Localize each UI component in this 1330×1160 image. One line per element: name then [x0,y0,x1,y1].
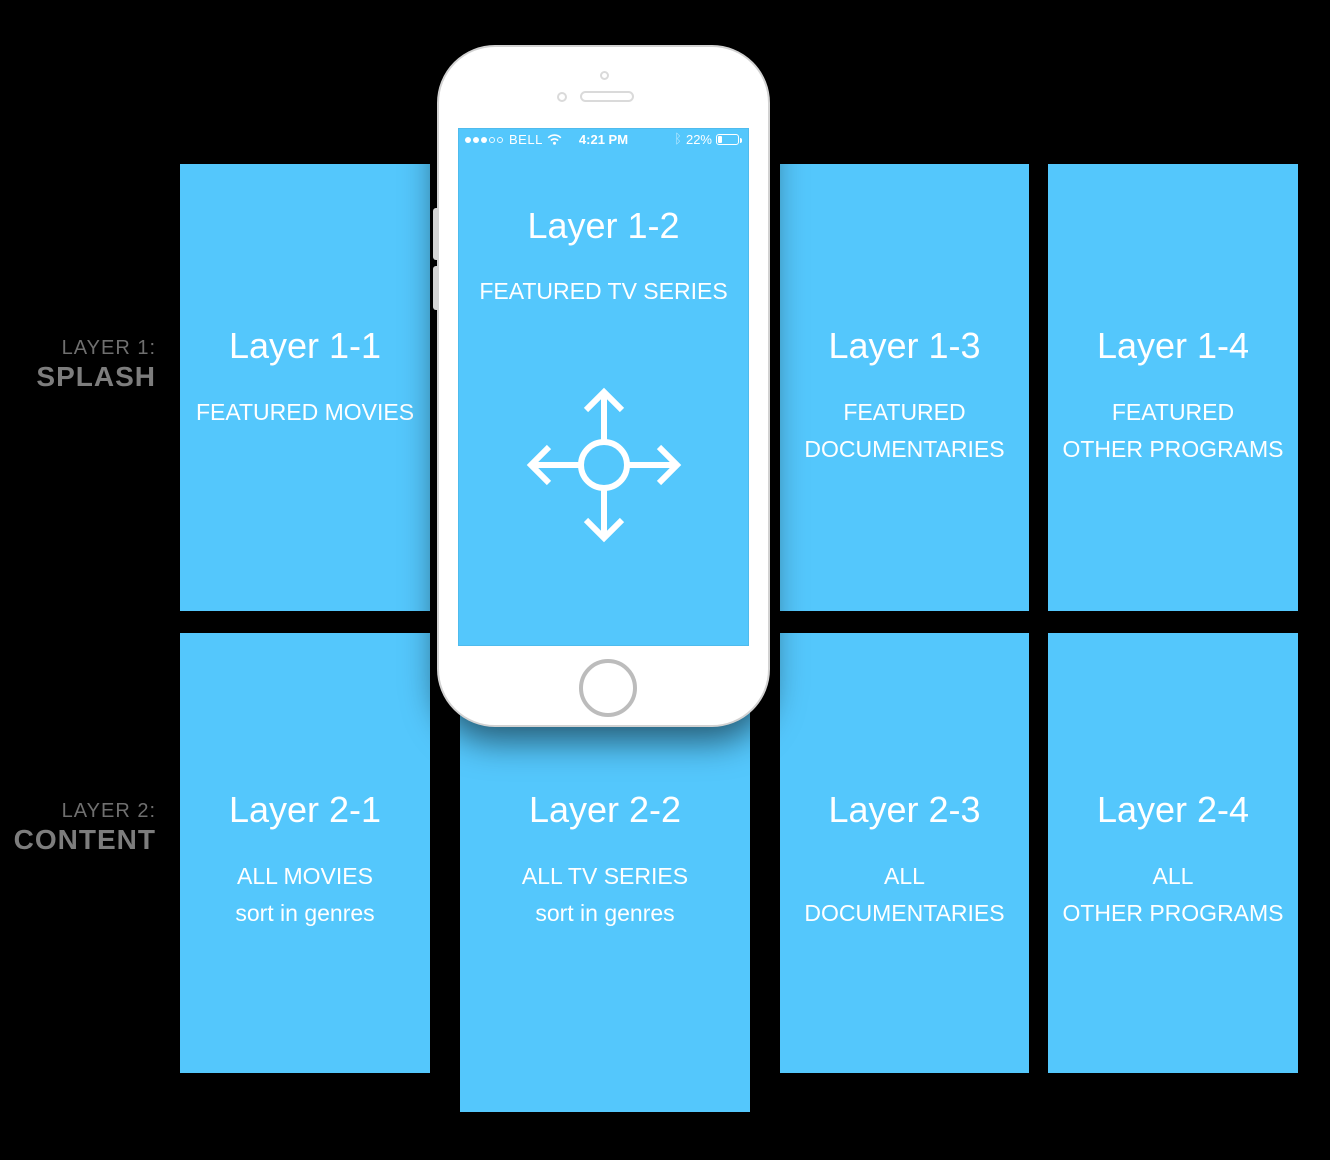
screen-subtitle: FEATURED TV SERIES [479,278,728,304]
card-subtitle-line: FEATURED MOVIES [195,399,415,425]
row-label-layer2-content: LAYER 2: CONTENT [14,799,156,855]
iphone-mockup: BELL 4:21 PM ᛒ 22% Layer 1-2 [433,45,770,727]
card-title: Layer 2-4 [1096,789,1250,830]
card-subtitle: ALL TV SERIES sort in genres [460,858,750,932]
earpiece-speaker [580,91,634,102]
row-label-prefix: LAYER 1: [61,337,156,359]
row-label-name: SPLASH [36,361,156,392]
card-layer-1-1: Layer 1-1 FEATURED MOVIES [180,164,430,611]
card-title: Layer 1-4 [1096,325,1250,366]
card-subtitle-line: FEATURED [843,399,966,425]
bluetooth-icon: ᛒ [674,132,682,147]
battery-icon [716,134,742,145]
card-subtitle-line: DOCUMENTARIES [804,900,1005,926]
phone-screen-card-layer-1-2: BELL 4:21 PM ᛒ 22% Layer 1-2 [458,128,749,646]
card-layer-1-3: Layer 1-3 FEATURED DOCUMENTARIES [780,164,1029,611]
status-time: 4:21 PM [578,132,629,147]
card-title: Layer 1-1 [228,325,382,366]
card-subtitle-line: sort in genres [535,900,675,926]
card-subtitle: FEATURED OTHER PROGRAMS [1048,394,1298,468]
card-layer-2-1: Layer 2-1 ALL MOVIES sort in genres [180,633,430,1073]
card-subtitle: FEATURED MOVIES [180,394,430,431]
proximity-sensor-icon [600,71,609,80]
card-subtitle-line: sort in genres [235,900,375,926]
card-title: Layer 2-3 [828,789,981,830]
card-subtitle: ALL MOVIES sort in genres [180,858,430,932]
card-subtitle-line: ALL [1152,863,1194,889]
signal-strength-icon [465,136,503,143]
card-subtitle-line: OTHER PROGRAMS [1062,900,1284,926]
front-camera-icon [557,92,567,102]
row-label-prefix: LAYER 2: [61,800,156,822]
row-label-layer1-splash: LAYER 1: SPLASH [36,336,156,392]
card-layer-2-4: Layer 2-4 ALL OTHER PROGRAMS [1048,633,1298,1073]
four-way-arrows-icon [526,387,682,543]
card-subtitle: ALL DOCUMENTARIES [780,858,1029,932]
card-title: Layer 2-1 [228,789,382,830]
wifi-icon [547,134,562,145]
row-label-name: CONTENT [13,824,156,855]
card-subtitle-line: ALL [884,863,925,889]
card-subtitle-line: OTHER PROGRAMS [1062,436,1284,462]
card-layer-1-4: Layer 1-4 FEATURED OTHER PROGRAMS [1048,164,1298,611]
battery-percent: 22% [685,132,712,147]
status-bar-right: ᛒ 22% [674,132,742,147]
card-subtitle-line: ALL MOVIES [237,863,373,889]
card-subtitle-line: ALL TV SERIES [521,863,689,889]
volume-down-button [433,266,439,310]
screen-title: Layer 1-2 [527,205,680,246]
card-title: Layer 2-2 [528,789,682,830]
status-bar-left: BELL [465,132,562,147]
card-subtitle: FEATURED DOCUMENTARIES [780,394,1029,468]
card-subtitle: ALL OTHER PROGRAMS [1048,858,1298,932]
carrier-label: BELL [509,132,543,147]
status-bar: BELL 4:21 PM ᛒ 22% [458,128,749,151]
home-button [579,659,637,717]
volume-up-button [433,208,439,260]
card-title: Layer 1-3 [828,325,981,366]
card-layer-2-3: Layer 2-3 ALL DOCUMENTARIES [780,633,1029,1073]
card-subtitle-line: FEATURED [1111,399,1235,425]
card-subtitle-line: DOCUMENTARIES [804,436,1005,462]
